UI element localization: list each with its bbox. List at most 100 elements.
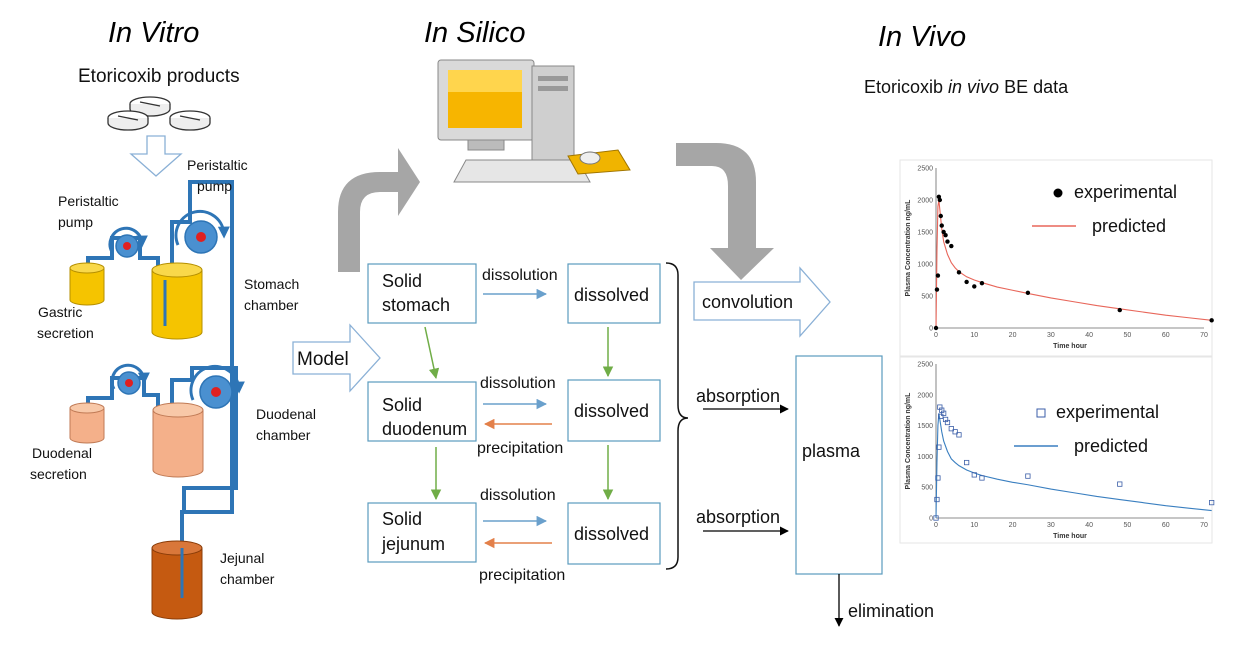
duodenal-secretion-label-1: Duodenal [32, 445, 92, 461]
experimental-point [935, 475, 941, 481]
dissolution-label-1: dissolution [482, 267, 558, 284]
precipitation-label-2: precipitation [479, 567, 565, 584]
experimental-point [1117, 307, 1122, 313]
peristaltic-pump-right-label-1: Peristaltic [187, 157, 248, 173]
experimental-point [938, 413, 944, 419]
dissolved-jejunum-box [567, 502, 661, 565]
experimental-point [952, 429, 958, 435]
experimental-point [972, 284, 977, 289]
experimental-point [964, 459, 970, 466]
solid-stomach-label-2: stomach [382, 295, 450, 315]
plasma-label: plasma [802, 441, 861, 461]
plasma-box [795, 355, 883, 575]
experimental-point [934, 496, 940, 503]
y-tick-label: 2500 [917, 166, 933, 173]
solid-jejunum-box [367, 502, 477, 563]
experimental-point [935, 273, 941, 278]
y-tick-label: 1500 [917, 423, 933, 430]
y-axis-label: Plasma Concentration ng/mL [905, 199, 912, 297]
model-label: Model [297, 349, 349, 370]
y-tick-label: 500 [921, 294, 933, 301]
dissolved-jejunum-label: dissolved [574, 524, 649, 544]
x-tick-label: 30 [1047, 522, 1055, 529]
y-tick-label: 0 [929, 516, 933, 523]
experimental-point [943, 233, 948, 238]
x-axis-label: Time hour [1053, 343, 1087, 350]
legend-label: experimental [1056, 402, 1159, 422]
experimental-point [979, 281, 985, 286]
y-tick-label: 1000 [917, 454, 933, 461]
dissolved-stomach-label: dissolved [574, 285, 649, 305]
legend-label: predicted [1074, 436, 1148, 456]
peristaltic-pump-right-label-2: pump [197, 178, 232, 194]
y-tick-label: 1500 [917, 230, 933, 237]
experimental-point [1025, 473, 1031, 479]
experimental-point [941, 410, 947, 416]
x-tick-label: 0 [934, 522, 938, 529]
x-tick-label: 20 [1009, 332, 1017, 339]
dissolved-stomach-box [567, 263, 661, 324]
x-tick-label: 40 [1085, 522, 1093, 529]
gastric-secretion-vessel [69, 262, 105, 306]
solid-duodenum-label-1: Solid [382, 395, 422, 415]
gastric-secretion-label-2: secretion [37, 325, 94, 341]
curved-arrow-down [676, 143, 774, 280]
convolution-label: convolution [702, 292, 793, 312]
y-tick-label: 500 [921, 485, 933, 492]
solid-stomach-label-1: Solid [382, 271, 422, 291]
experimental-point [933, 325, 939, 331]
x-tick-label: 60 [1162, 522, 1170, 529]
x-axis-label: Time hour [1053, 533, 1087, 540]
computer-icon [437, 59, 631, 183]
stomach-chamber-vessel [151, 262, 203, 340]
x-tick-label: 30 [1047, 332, 1055, 339]
solid-jejunum-label-2: jejunum [381, 534, 445, 554]
experimental-point [971, 472, 977, 478]
duodenal-secretion-vessel [69, 402, 105, 444]
x-tick-label: 60 [1162, 332, 1170, 339]
experimental-point [948, 426, 954, 432]
duodenal-chamber-label-2: chamber [256, 427, 311, 443]
experimental-point [937, 197, 943, 203]
solid-duodenum-label-2: duodenum [382, 419, 467, 439]
experimental-point [1117, 481, 1123, 487]
x-tick-label: 40 [1085, 332, 1093, 339]
absorption-label-1: absorption [696, 386, 780, 406]
legend-label: predicted [1092, 216, 1166, 236]
pump-2 [174, 209, 230, 254]
experimental-point [941, 229, 946, 235]
y-tick-label: 0 [929, 326, 933, 333]
x-tick-label: 50 [1124, 332, 1132, 339]
convolution-arrow [693, 266, 831, 338]
in-vivo-caption-pre: Etoricoxib [864, 77, 948, 97]
pump-4 [189, 364, 245, 409]
dissolution-label-3: dissolution [480, 487, 556, 504]
absorption-label-2: absorption [696, 507, 780, 527]
experimental-point [956, 432, 962, 438]
dissolution-label-2: dissolution [480, 375, 556, 392]
curved-arrow-up [338, 148, 420, 272]
experimental-point [949, 243, 954, 249]
y-tick-label: 2000 [917, 392, 933, 399]
experimental-point [933, 515, 939, 521]
experimental-point [936, 444, 942, 450]
x-tick-label: 20 [1009, 522, 1017, 529]
dissolved-duodenum-box [567, 379, 661, 442]
x-tick-label: 10 [970, 522, 978, 529]
jejunal-chamber-label-1: Jejunal [220, 550, 264, 566]
precipitation-label-1: precipitation [477, 440, 563, 457]
gastric-secretion-label-1: Gastric [38, 304, 82, 320]
y-tick-label: 2000 [917, 198, 933, 205]
experimental-point [945, 239, 950, 244]
experimental-point [964, 279, 969, 285]
solid-stomach-box [367, 263, 477, 324]
jejunal-chamber-vessel [151, 540, 203, 620]
experimental-point [1025, 290, 1031, 295]
in-vivo-title: In Vivo [878, 21, 966, 53]
model-arrow [292, 323, 381, 393]
experimental-point [956, 270, 962, 275]
y-tick-label: 2500 [917, 362, 933, 369]
duodenal-chamber-label-1: Duodenal [256, 406, 316, 422]
